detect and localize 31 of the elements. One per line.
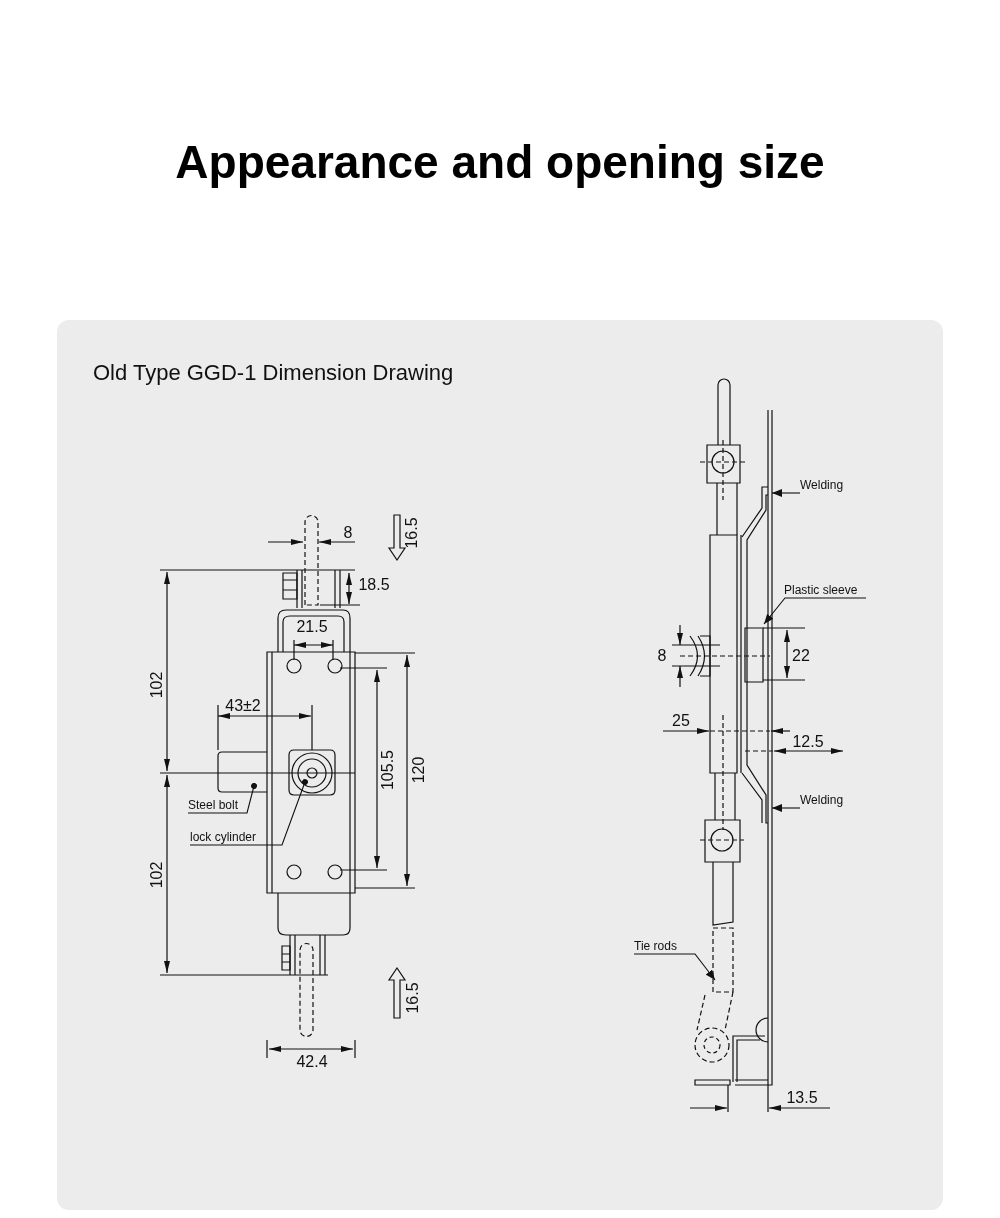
dimension-value: 25 [672, 712, 690, 730]
leader-line [187, 783, 257, 814]
leader-line [771, 489, 801, 497]
panel-heading: Old Type GGD-1 Dimension Drawing [93, 360, 454, 386]
dimension-value: 18.5 [358, 576, 390, 594]
dimension-value: 8 [343, 524, 353, 542]
callout-label: Plastic sleeve [784, 582, 866, 598]
dimension-value: 16.5 [404, 982, 422, 1014]
leader-line [763, 597, 867, 625]
dimension-value: 102 [148, 671, 166, 699]
page-title: Appearance and opening size [174, 135, 826, 189]
leader-line [771, 804, 801, 812]
dimension-value: 8 [657, 647, 667, 665]
dimension-value: 16.5 [403, 517, 421, 549]
dimension-value: 120 [410, 756, 428, 784]
dimension-value: 42.4 [296, 1053, 328, 1071]
callout-label: Tie rods [634, 938, 684, 954]
callout-label: Steel bolt [188, 797, 260, 813]
dimension-value: 105.5 [379, 750, 397, 790]
dimension-value: 21.5 [296, 618, 328, 636]
drawing-panel [57, 320, 943, 1210]
dimension-value: 22 [792, 647, 810, 665]
leader-line [633, 953, 716, 981]
callout-label: Welding [800, 792, 850, 808]
dimension-value: 102 [148, 861, 166, 889]
leader-line [189, 779, 308, 846]
dimension-value: 12.5 [792, 733, 824, 751]
callout-label: Welding [800, 477, 850, 493]
dimension-value: 13.5 [786, 1089, 818, 1107]
callout-label: lock cylinder [190, 829, 266, 845]
dimension-value: 43±2 [225, 697, 261, 715]
